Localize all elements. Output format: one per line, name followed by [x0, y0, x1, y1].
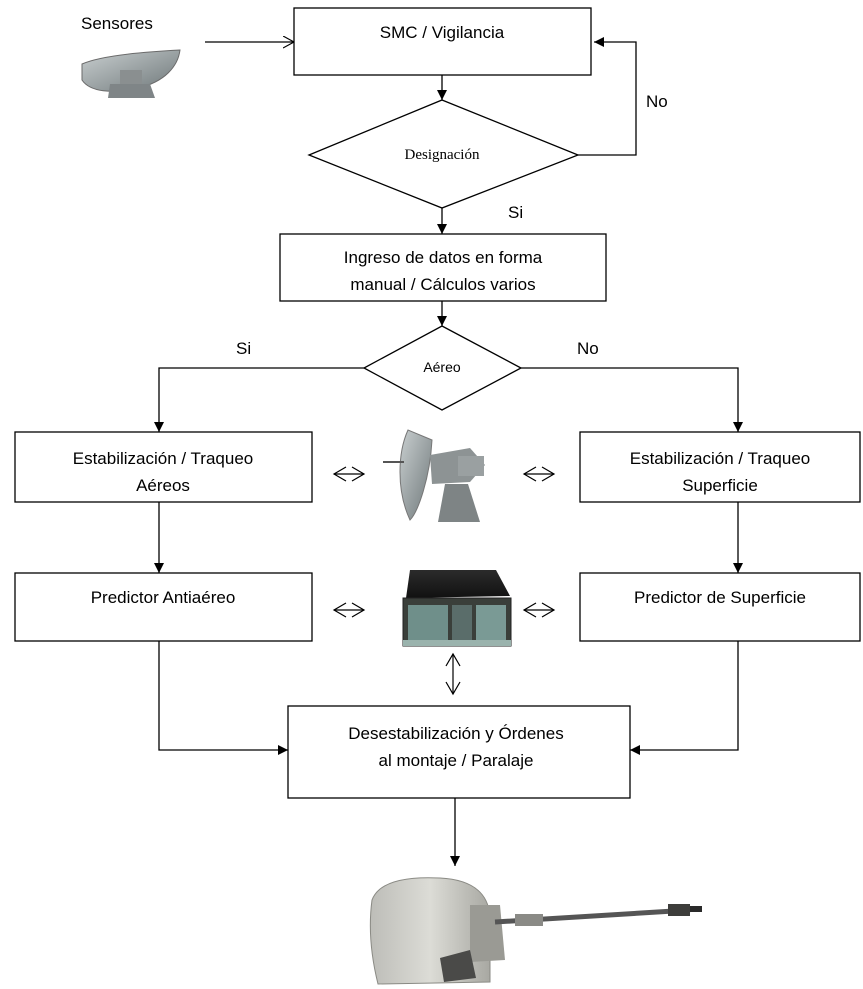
predictor-air-box: [14, 572, 313, 642]
ingreso-label-line2: manual / Cálculos varios: [350, 275, 535, 294]
predictor-surf-label: Predictor de Superficie: [634, 588, 806, 607]
estab-surf-label-line1: Estabilización / Traqueo: [630, 449, 811, 468]
bidirectional-arrow-predictor-right: [522, 602, 556, 618]
bidirectional-arrow-estab-left: [332, 466, 366, 482]
predictor-surf-box: [579, 572, 861, 642]
ingreso-label-line1: Ingreso de datos en forma: [344, 248, 543, 267]
estab-air-label-line1: Estabilización / Traqueo: [73, 449, 254, 468]
predictor-air-label: Predictor Antiaéreo: [91, 588, 236, 607]
naval-gun-mount-icon: [369, 877, 702, 985]
ingreso-box: [279, 233, 607, 302]
aereo-si-label: Si: [236, 339, 251, 358]
arrow-aereo-no: [521, 367, 743, 432]
desestab-box: [287, 705, 631, 799]
arrow-predictor-surf-desestab: [630, 641, 739, 755]
bidirectional-arrow-computer-vertical: [445, 652, 461, 696]
aereo-no-label: No: [577, 339, 599, 358]
designacion-si-label: Si: [508, 203, 523, 222]
estab-surf-box: [579, 431, 861, 503]
estab-air-label-line2: Aéreos: [136, 476, 190, 495]
bidirectional-arrow-predictor-left: [332, 602, 366, 618]
arrow-designacion-no: [578, 37, 637, 156]
aereo-label: Aéreo: [423, 359, 461, 375]
fire-control-computer-icon: [402, 570, 512, 647]
bidirectional-arrow-estab-right: [522, 466, 556, 482]
aereo-decision: [362, 325, 523, 411]
designacion-no-label: No: [646, 92, 668, 111]
estab-air-box: [14, 431, 313, 503]
tracking-radar-icon: [383, 429, 485, 522]
estab-surf-label-line2: Superficie: [682, 476, 758, 495]
desestab-label-line1: Desestabilización y Órdenes: [348, 724, 563, 743]
smc-label: SMC / Vigilancia: [380, 23, 505, 42]
sensor-radar-icon: [81, 49, 181, 98]
arrow-aereo-si: [154, 367, 364, 432]
arrow-predictor-air-desestab: [158, 641, 288, 755]
sensors-label: Sensores: [81, 14, 153, 33]
designacion-label: Designación: [405, 147, 480, 163]
desestab-label-line2: al montaje / Paralaje: [379, 751, 534, 770]
